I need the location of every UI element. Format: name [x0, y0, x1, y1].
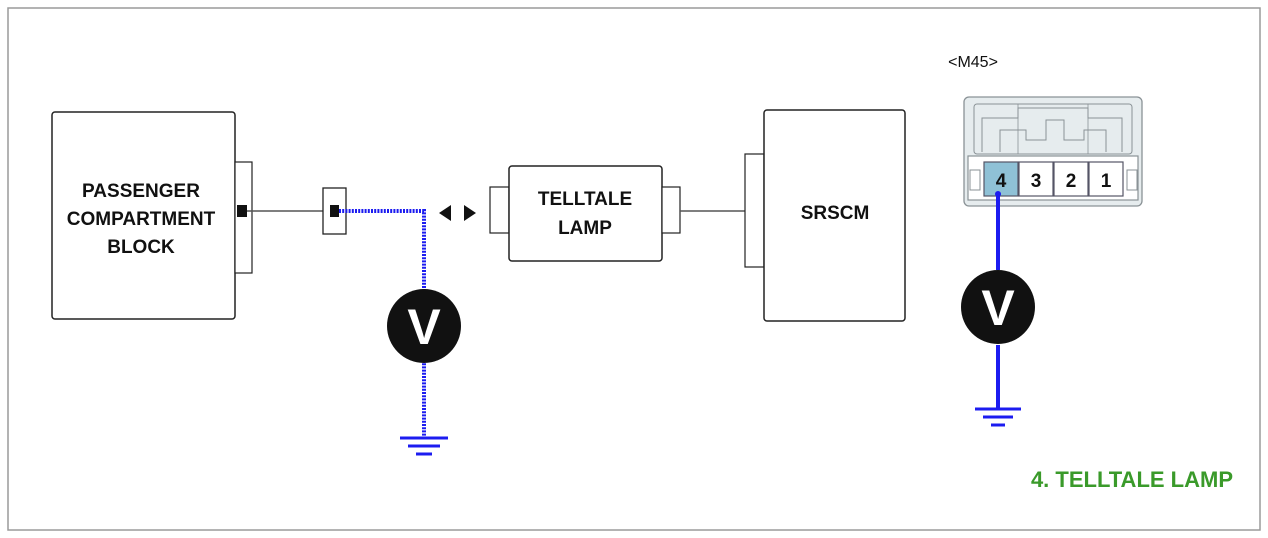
pin-1-cell: [1088, 161, 1124, 197]
telltale-label-line1: TELLTALE: [538, 189, 632, 210]
connector-m45-label: <M45>: [948, 54, 998, 71]
pcb-label-line2: COMPARTMENT: [67, 209, 216, 230]
voltmeter-left-circle: [387, 289, 461, 363]
pcb-connector-tab: [234, 161, 253, 274]
pin-1-label: 1: [1101, 171, 1112, 192]
voltmeter-left: V: [387, 289, 461, 363]
pin-2-label: 2: [1066, 171, 1077, 192]
srscm-box: [763, 109, 906, 322]
connector-latch-outline: [973, 103, 1133, 155]
srscm-label: SRSCM: [801, 203, 870, 224]
probe-wire-left-top: [339, 209, 426, 292]
voltmeter-right: V: [961, 270, 1035, 344]
step-caption: 4. TELLTALE LAMP: [1031, 467, 1233, 492]
pin-4-cell: [983, 161, 1019, 197]
telltale-lamp-block: TELLTALE LAMP: [489, 165, 681, 262]
pin-3-label: 3: [1031, 171, 1042, 192]
voltmeter-right-circle: [961, 270, 1035, 344]
connector-m45: 4 3 2 1: [963, 96, 1143, 207]
probe-tip-right: [995, 191, 1001, 197]
srscm-block: SRSCM: [744, 109, 906, 322]
telltale-box: [508, 165, 663, 262]
pcb-label-line1: PASSENGER: [82, 181, 200, 202]
pin-2-cell: [1053, 161, 1089, 197]
connector-right-key: [1126, 169, 1138, 191]
pin-3-cell: [1018, 161, 1054, 197]
circuit-break-arrows-icon: [439, 205, 476, 221]
connector-left-key: [969, 169, 981, 191]
voltmeter-right-label: V: [981, 280, 1015, 336]
pcb-terminal: [237, 205, 247, 217]
passenger-compartment-block: PASSENGER COMPARTMENT BLOCK: [51, 111, 253, 320]
pin-4-label: 4: [996, 171, 1007, 192]
ground-left-icon: [400, 436, 448, 456]
inline-connector-terminal: [330, 205, 339, 217]
telltale-label-line2: LAMP: [558, 218, 612, 239]
telltale-left-tab: [489, 186, 510, 234]
voltmeter-left-label: V: [407, 299, 441, 355]
pcb-label-line3: BLOCK: [107, 237, 175, 258]
srscm-connector-tab: [744, 153, 765, 268]
ground-right-icon: [975, 407, 1021, 427]
telltale-right-tab: [661, 186, 681, 234]
